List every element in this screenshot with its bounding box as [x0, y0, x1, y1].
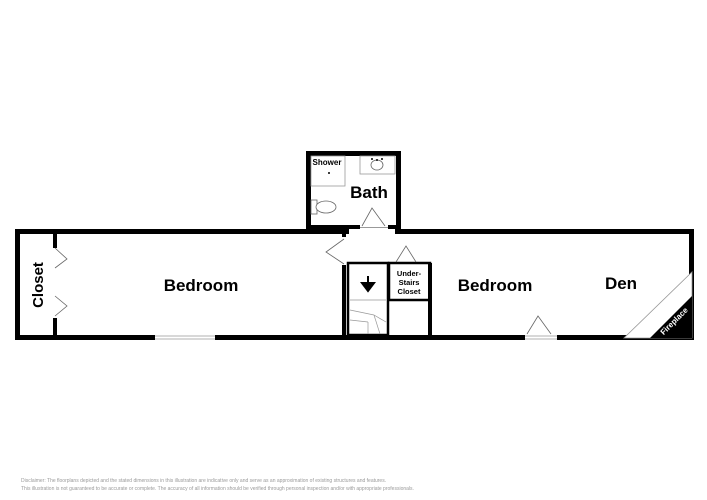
closet-door-right-icon: [54, 295, 68, 317]
left-bedroom-door-gap: [341, 237, 347, 265]
disclaimer-line-1: Disclaimer: The floorplans depicted and …: [21, 478, 387, 484]
fireplace-box: [650, 296, 692, 338]
shower-label: Shower: [313, 158, 342, 167]
bath-door-swing: [361, 207, 386, 227]
right-bedroom-door-swing: [395, 245, 417, 263]
sink-counter: [359, 155, 396, 175]
left-bedroom-window: [155, 335, 215, 340]
shower-stall: [310, 155, 346, 187]
closet-door-gap: [52, 248, 58, 318]
closet-label: Closet: [30, 262, 47, 308]
left-bedroom-label: Bedroom: [164, 276, 239, 295]
under-stairs-label-3: Closet: [398, 287, 421, 296]
main-outer-wall: [15, 229, 694, 340]
shower-drain-icon: [328, 172, 330, 174]
disclaimer-line-2: This illustration is not guaranteed to b…: [21, 486, 414, 492]
under-stairs-label-1: Under-: [397, 269, 422, 278]
right-bedroom-bottom-door-gap: [525, 335, 557, 340]
sink-tap-handle-icon: [381, 158, 383, 160]
right-bedroom-bottom-door-swing: [526, 315, 552, 335]
den-label: Den: [605, 274, 637, 293]
stair-treads: [349, 299, 387, 335]
stair-arrow-icon: [360, 276, 376, 293]
bath-walls: [306, 151, 401, 230]
toilet-icon: [310, 199, 337, 215]
sink-basin-icon: [370, 159, 384, 171]
bath-label: Bath: [350, 183, 388, 202]
sink-tap-handle-icon: [371, 158, 373, 160]
hall-top-gap: [349, 229, 395, 234]
under-stairs-label-2: Stairs: [399, 278, 420, 287]
closet-door-left-icon: [54, 247, 68, 269]
sink-tap-icon: [376, 159, 378, 161]
left-partition-wall: [342, 232, 346, 338]
left-bedroom-door-swing: [325, 238, 345, 265]
under-stairs-closet-wall: [387, 261, 432, 302]
right-bedroom-label: Bedroom: [458, 276, 533, 295]
